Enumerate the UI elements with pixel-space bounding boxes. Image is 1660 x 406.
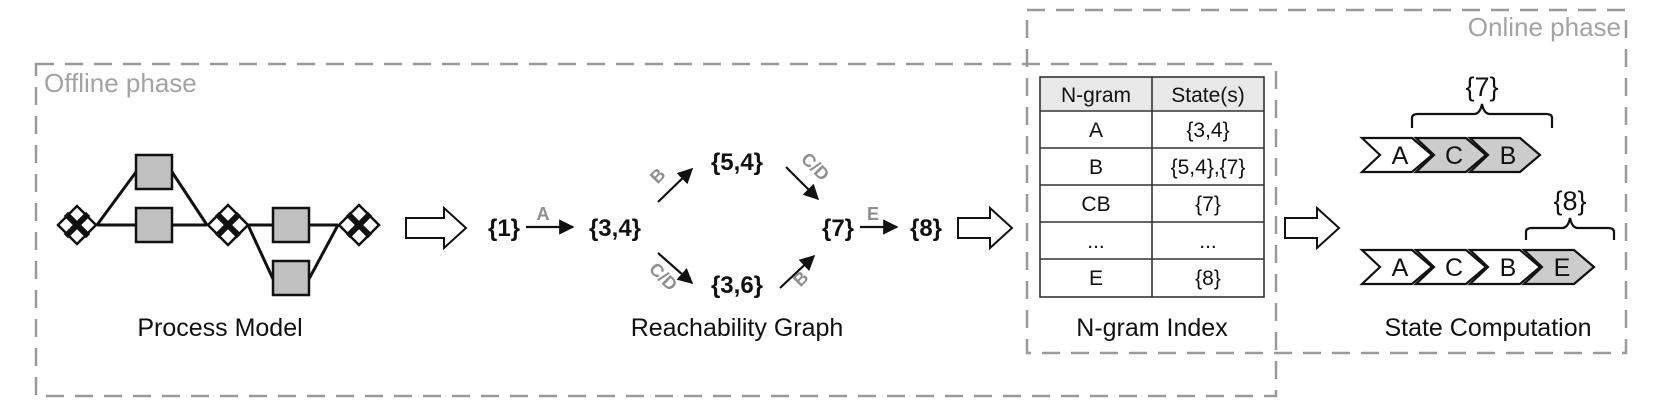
chevron-b <box>1467 136 1542 174</box>
trace-row-2: A C B E {8} <box>1359 186 1616 286</box>
flow-arrow-1 <box>405 205 468 251</box>
brace-8 <box>1524 217 1616 240</box>
ngram-index-table: N-gram State(s) A {3,4} B {5,4},{7} CB {… <box>1039 76 1265 298</box>
chevron-a <box>1359 136 1434 174</box>
offline-phase-label: Offline phase <box>44 68 197 98</box>
chevron-label: B <box>1500 254 1517 282</box>
chevron-label: B <box>1500 142 1517 170</box>
table-header-states: State(s) <box>1171 84 1245 107</box>
brace-7 <box>1410 103 1554 128</box>
chevron-label: E <box>1554 254 1571 282</box>
state-1: {1} <box>488 215 520 242</box>
xor-gateway-3 <box>337 203 381 247</box>
xor-gateway-2 <box>206 203 250 247</box>
edge-label-b-1: B <box>646 164 669 187</box>
state-5-4: {5,4} <box>711 149 763 176</box>
edge-label-e: E <box>867 204 879 224</box>
activity-box-4 <box>271 259 311 297</box>
chevron-c <box>1413 248 1488 286</box>
table-cell: CB <box>1081 193 1110 216</box>
brace-label-7: {7} <box>1465 72 1498 102</box>
offline-phase-border <box>34 62 1278 398</box>
table-cell: A <box>1089 119 1103 142</box>
online-phase-border <box>1025 8 1628 355</box>
edge-label-a: A <box>537 204 550 224</box>
flow-arrow-2 <box>957 205 1014 251</box>
caption-reachability-graph: Reachability Graph <box>631 314 844 342</box>
edge-label-cd-1: C/D <box>645 259 681 295</box>
table-cell: ... <box>1199 230 1217 253</box>
xor-gateway-1 <box>56 204 98 246</box>
edge-label-cd-2: C/D <box>797 149 833 185</box>
trace-row-1: A C B {7} <box>1359 72 1554 174</box>
caption-process-model: Process Model <box>137 314 302 342</box>
process-model <box>95 171 340 280</box>
brace-label-8: {8} <box>1553 186 1586 216</box>
table-cell: {3,4} <box>1186 119 1229 142</box>
activity-box-3 <box>271 206 311 244</box>
state-3-4: {3,4} <box>589 215 641 242</box>
chevron-label: A <box>1392 254 1409 282</box>
state-8: {8} <box>910 215 942 242</box>
table-cell: B <box>1089 156 1103 179</box>
table-cell: {7} <box>1195 193 1221 216</box>
activity-box-1 <box>134 153 174 191</box>
chevron-label: C <box>1445 254 1463 282</box>
activity-box-2 <box>134 206 174 244</box>
chevron-c <box>1413 136 1488 174</box>
table-header-ngram: N-gram <box>1061 84 1131 107</box>
state-7: {7} <box>822 215 854 242</box>
chevron-e <box>1521 248 1596 286</box>
table-cell: {5,4},{7} <box>1171 156 1246 179</box>
caption-state-computation: State Computation <box>1384 314 1591 342</box>
reachability-edges <box>526 166 899 289</box>
chevron-label: A <box>1392 142 1409 170</box>
online-phase-label: Online phase <box>1468 12 1621 42</box>
edge-label-b-2: B <box>789 267 812 290</box>
state-3-6: {3,6} <box>711 272 763 299</box>
table-cell: ... <box>1087 230 1105 253</box>
chevron-b <box>1467 248 1542 286</box>
table-cell: {8} <box>1195 267 1221 290</box>
chevron-label: C <box>1445 142 1463 170</box>
caption-ngram-index: N-gram Index <box>1076 314 1228 342</box>
table-cell: E <box>1089 267 1103 290</box>
chevron-a <box>1359 248 1434 286</box>
flow-arrow-3 <box>1284 205 1341 251</box>
